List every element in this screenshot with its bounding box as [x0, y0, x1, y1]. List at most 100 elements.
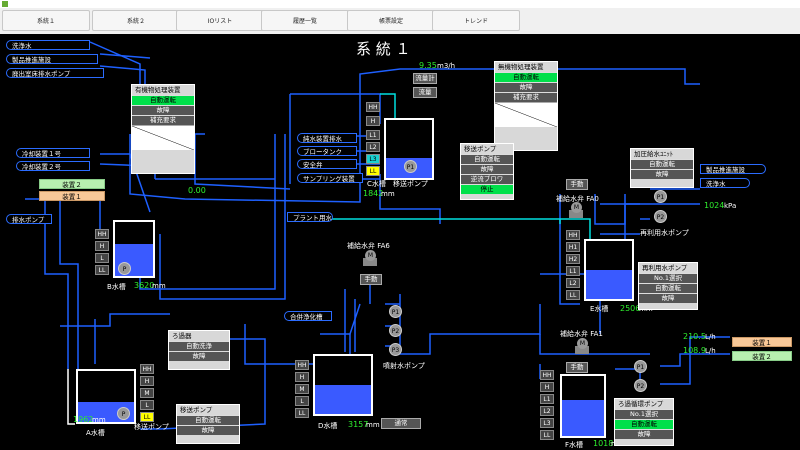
tank-b-name: B水槽 [107, 283, 126, 291]
flow-f1-unit: L/h [705, 333, 716, 341]
tag-pure-water-drain[interactable]: 純水装置排水 [297, 133, 357, 143]
menu-system2-button[interactable]: 系統２ [92, 10, 180, 31]
tank-f[interactable] [560, 374, 606, 438]
filter-unit-fault: 故障 [169, 351, 229, 361]
tag-product-facility[interactable]: 製品推進施設 [6, 54, 98, 64]
tag-blow-tank[interactable]: ブロータンク [297, 146, 357, 156]
normal-button[interactable]: 通常 [381, 418, 421, 429]
reuse-pump-auto: 自動運転 [639, 283, 697, 293]
transfer-pump-c-title: 移送ポンプ [461, 144, 513, 154]
tank-e-level-l1: L1 [566, 266, 580, 276]
valve-fa1-icon[interactable]: M [577, 338, 588, 349]
tank-f-level-value: 1018 [593, 439, 614, 448]
valve-fa0-body [569, 210, 583, 218]
tank-c-level-h: H [366, 116, 380, 126]
filter-unit-wash: 自動洗浄 [169, 341, 229, 351]
tank-b-level-value: 3620 [134, 281, 155, 290]
tank-b-level-l: L [95, 253, 109, 263]
tag-drain-pump-room[interactable]: 廃出室床排水ポンプ [6, 68, 104, 78]
transfer-pump-a-fault: 故障 [177, 425, 239, 435]
pressure-unit-fault: 故障 [631, 169, 693, 179]
tank-b-level-unit: mm [152, 282, 166, 290]
valve-fa1-label: 補給水弁 FA1 [560, 330, 603, 338]
tank-d-level-l: L [295, 396, 309, 406]
reuse-pump-p2-icon[interactable]: P2 [654, 210, 667, 223]
tag-cooling-1[interactable]: 冷却装置１号 [16, 148, 90, 158]
tag-product-facility-out[interactable]: 製品推進施設 [700, 164, 766, 174]
menu-trend-button[interactable]: トレンド [432, 10, 520, 31]
tank-e[interactable] [584, 239, 634, 301]
menu-report-settings-button[interactable]: 帳票設定 [347, 10, 435, 31]
spray-pump-p1-icon[interactable]: P1 [389, 305, 402, 318]
tag-combined-purify[interactable]: 合併浄化槽 [284, 311, 332, 321]
organic-unit-auto: 自動運転 [132, 95, 194, 105]
tag-wash-water[interactable]: 洗浄水 [6, 40, 90, 50]
out-device1-status[interactable]: 装置１ [732, 337, 792, 347]
filter-unit-title: ろ過器 [169, 331, 229, 341]
filter-pump-panel[interactable]: ろ過循環ポンプ No.1選択 自動運転 故障 [614, 398, 674, 446]
tank-c-name: C水槽 [367, 180, 386, 188]
spray-pump-p3-icon[interactable]: P3 [389, 343, 402, 356]
transfer-pump-a-title: 移送ポンプ [177, 405, 239, 415]
filter-pump-p1-icon[interactable]: P1 [634, 360, 647, 373]
valve-fa0-label: 補給水弁 FA0 [556, 195, 599, 203]
flow-button[interactable]: 流量 [413, 87, 437, 98]
tag-safety-valve[interactable]: 安全弁 [297, 159, 357, 169]
tank-f-level-l3: L3 [540, 418, 554, 428]
menu-history-button[interactable]: 履歴一覧 [261, 10, 349, 31]
flow-zero-value: 0.00 [188, 186, 206, 195]
tank-c-pump-p1-icon[interactable]: P1 [404, 160, 417, 173]
inorganic-unit-panel[interactable]: 無機物処理装置 自動運転 故障 補充要求 [494, 61, 558, 151]
filter-unit-panel[interactable]: ろ過器 自動洗浄 故障 [168, 330, 230, 370]
tank-c-level-unit: mm [381, 190, 395, 198]
fa0-manual-button[interactable]: 手動 [566, 179, 588, 190]
pressure-unit-auto: 自動運転 [631, 159, 693, 169]
transfer-pump-c-label: 移送ポンプ [393, 180, 428, 188]
tank-e-level-l2: L2 [566, 278, 580, 288]
tank-e-level-value: 2506 [620, 304, 641, 313]
flow-meter-button[interactable]: 流量計 [413, 73, 437, 84]
tank-b-pump-p-icon[interactable]: P [118, 262, 131, 275]
transfer-pump-a-auto: 自動運転 [177, 415, 239, 425]
filter-pump-p2-icon[interactable]: P2 [634, 379, 647, 392]
reuse-pump-p1-icon[interactable]: P1 [654, 190, 667, 203]
valve-fa6-icon[interactable]: M [365, 250, 376, 261]
tag-drain-pump[interactable]: 排水ポンプ [6, 214, 52, 224]
transfer-pump-c-stop: 停止 [461, 184, 513, 194]
inorganic-unit-title: 無機物処理装置 [495, 62, 557, 72]
out-device2-status[interactable]: 装置２ [732, 351, 792, 361]
menu-io-list-button[interactable]: IOリスト [176, 10, 264, 31]
inorganic-unit-auto: 自動運転 [495, 72, 557, 82]
filter-pump-title: ろ過循環ポンプ [615, 399, 673, 409]
fa6-manual-button[interactable]: 手動 [360, 274, 382, 285]
pressure-unit-panel[interactable]: 加圧給水ﾕﾆｯﾄ 自動運転 故障 [630, 148, 694, 188]
tank-d[interactable] [313, 354, 373, 416]
tank-c-level-ll: LL [366, 166, 380, 176]
device2-status[interactable]: 装置２ [39, 179, 105, 189]
valve-fa6-label: 補給水弁 FA6 [347, 242, 390, 250]
tank-a-pump-p-icon[interactable]: P [117, 407, 130, 420]
transfer-pump-c-panel[interactable]: 移送ポンプ 自動運転 故障 逆流ブロワ 停止 [460, 143, 514, 200]
pressure-unit-label: kPa [724, 202, 737, 210]
valve-fa0-icon[interactable]: M [571, 202, 582, 213]
tag-plant-water[interactable]: プラント用水 [287, 212, 333, 222]
tag-sampling[interactable]: サンプリング装置 [297, 173, 363, 183]
organic-unit-title: 有機物処理装置 [132, 85, 194, 95]
reuse-pump-label: 再利用水ポンプ [640, 229, 689, 237]
menu-system1-button[interactable]: 系統１ [2, 10, 90, 31]
tank-e-level-hh: HH [566, 230, 580, 240]
tag-cooling-2[interactable]: 冷却装置２号 [16, 161, 90, 171]
tag-wash-water-out[interactable]: 洗浄水 [700, 178, 750, 188]
organic-unit-panel[interactable]: 有機物処理装置 自動運転 故障 補充要求 [131, 84, 195, 174]
spray-pump-p2-icon[interactable]: P2 [389, 324, 402, 337]
flow-value: 9.35 [419, 61, 437, 70]
pressure-value: 1024 [704, 201, 725, 210]
tank-e-name: E水槽 [590, 305, 609, 313]
transfer-pump-a-panel[interactable]: 移送ポンプ 自動運転 故障 [176, 404, 240, 444]
device1-status[interactable]: 装置１ [39, 191, 105, 201]
fa1-manual-button[interactable]: 手動 [566, 362, 588, 373]
reuse-pump-panel[interactable]: 再利用水ポンプ No.1選択 自動運転 故障 [638, 262, 698, 310]
reuse-pump-title: 再利用水ポンプ [639, 263, 697, 273]
tank-a-level-value: 1962 [73, 415, 94, 424]
tank-e-water [586, 270, 632, 299]
